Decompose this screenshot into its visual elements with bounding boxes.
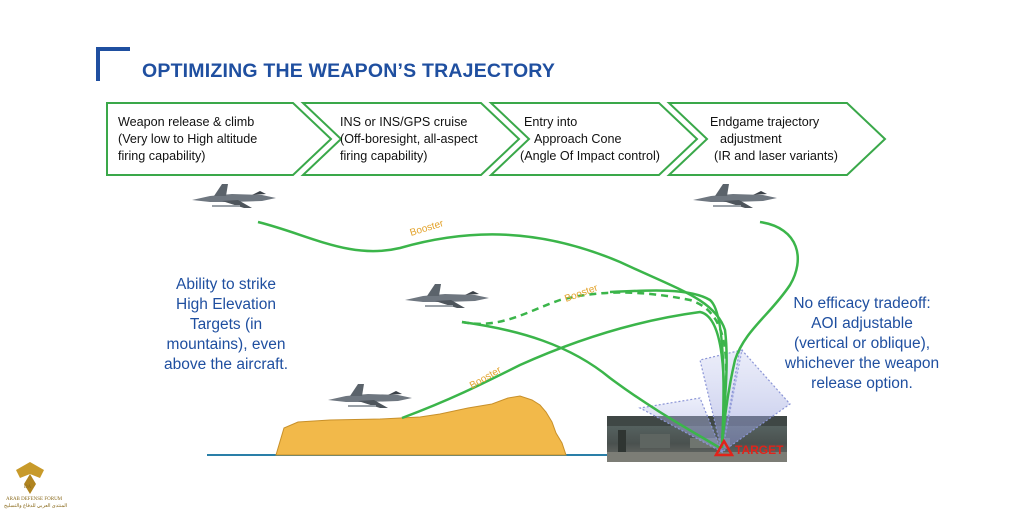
right-note-line-3: (vertical or oblique), — [793, 335, 931, 352]
logo-line-2: المنتدى العربي للدفاع والتسليح — [4, 503, 67, 509]
step-2-line-3: firing capability) — [340, 149, 428, 163]
approach-cone-steep — [721, 346, 791, 454]
right-note-line-2: AOI adjustable — [811, 315, 913, 332]
mountain — [275, 395, 567, 456]
aircraft-top-right — [693, 184, 777, 208]
left-note-line-2: High Elevation — [176, 296, 276, 313]
trajectory-mid-dashed — [461, 291, 728, 381]
right-note: No efficacy tradeoff: AOI adjustable (ve… — [772, 294, 952, 394]
right-note-line-4: whichever the weapon — [784, 355, 940, 372]
right-note-line-1: No efficacy tradeoff: — [793, 295, 931, 312]
step-2-line-1: INS or INS/GPS cruise — [340, 115, 468, 129]
trajectory-mid-low — [461, 320, 721, 450]
step-4-line-1: Endgame trajectory — [710, 115, 820, 129]
step-4-text: Endgame trajectory adjustment (IR and la… — [710, 114, 838, 165]
left-note-line-4: mountains), even — [166, 336, 286, 353]
booster-label-mid: Booster — [563, 282, 600, 304]
step-3-text: Entry into Approach Cone (Angle Of Impac… — [520, 114, 660, 165]
step-1-line-1: Weapon release & climb — [118, 115, 255, 129]
step-arrow-3 — [488, 102, 699, 176]
aircraft-middle — [405, 284, 489, 308]
title-corner-mark — [96, 47, 130, 81]
step-2-text: INS or INS/GPS cruise (Off-boresight, al… — [340, 114, 478, 165]
left-note-line-5: above the aircraft. — [163, 356, 289, 373]
logo-line-1: ARAB DEFENSE FORUM — [6, 497, 63, 502]
step-1-text: Weapon release & climb (Very low to High… — [118, 114, 257, 165]
logo-mark-text: DA — [24, 485, 32, 490]
right-note-line-5: release option. — [811, 375, 913, 392]
left-note-line-1: Ability to strike — [176, 276, 276, 293]
step-arrow-2 — [300, 102, 521, 176]
step-2-line-2: (Off-boresight, all-aspect — [340, 132, 478, 146]
page-title: OPTIMIZING THE WEAPON’S TRAJECTORY — [142, 60, 556, 82]
step-3-line-2: Approach Cone — [534, 132, 622, 146]
booster-label-top: Booster — [409, 218, 446, 239]
forum-logo: DA ARAB DEFENSE FORUM المنتدى العربي للد… — [4, 462, 67, 509]
aircraft-top-left — [192, 184, 276, 208]
step-4-line-2: adjustment — [720, 132, 782, 146]
left-note-line-3: Targets (in — [189, 316, 263, 333]
step-arrow-4 — [666, 102, 887, 176]
step-4-line-3: (IR and laser variants) — [714, 149, 838, 163]
step-1-line-3: firing capability) — [118, 149, 206, 163]
aircraft-low — [328, 384, 412, 408]
target-label: TARGET — [735, 443, 784, 457]
step-arrow-1 — [106, 102, 333, 176]
trajectory-top-right — [720, 220, 799, 449]
step-1-line-2: (Very low to High altitude — [118, 132, 258, 146]
trajectory-low — [401, 310, 726, 449]
step-3-line-3: (Angle Of Impact control) — [520, 149, 660, 163]
left-note: Ability to strike High Elevation Targets… — [146, 275, 306, 375]
target-triangle-icon — [713, 438, 735, 457]
step-3-line-1: Entry into — [524, 115, 578, 129]
booster-label-low: Booster — [468, 365, 504, 392]
